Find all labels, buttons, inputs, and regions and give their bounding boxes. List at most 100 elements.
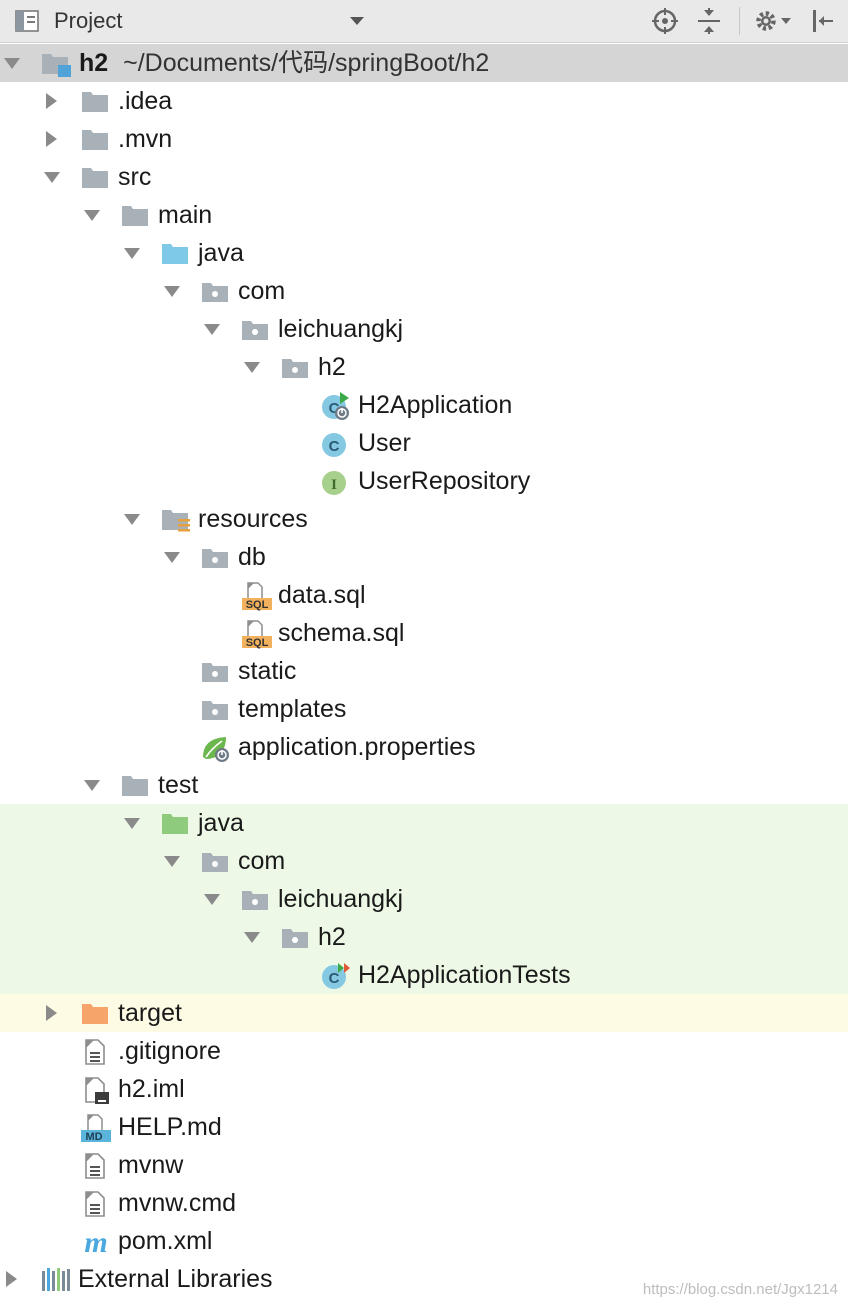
svg-text:m: m bbox=[84, 1227, 107, 1257]
collapse-arrow-icon[interactable] bbox=[123, 245, 141, 261]
expand-arrow-icon[interactable] bbox=[43, 1005, 61, 1021]
tree-item-label: static bbox=[238, 657, 297, 685]
package-icon bbox=[200, 657, 230, 685]
project-pane-icon[interactable] bbox=[14, 9, 42, 38]
tree-item-userrepository[interactable]: I UserRepository bbox=[0, 462, 848, 500]
tree-item-label: java bbox=[198, 239, 244, 267]
tool-window-title[interactable]: Project bbox=[54, 8, 123, 33]
expand-arrow-icon[interactable] bbox=[3, 1271, 21, 1287]
toolbar-separator bbox=[739, 7, 740, 35]
tree-item-db[interactable]: db bbox=[0, 538, 848, 576]
tree-item-h2-iml[interactable]: h2.iml bbox=[0, 1070, 848, 1108]
tree-item-label: templates bbox=[238, 695, 347, 723]
class-icon: C bbox=[320, 429, 350, 457]
tree-item-label: mvnw.cmd bbox=[118, 1189, 237, 1217]
tree-item-main-leichuangkj[interactable]: leichuangkj bbox=[0, 310, 848, 348]
tree-item-idea[interactable]: .idea bbox=[0, 82, 848, 120]
tree-item-label: main bbox=[158, 201, 213, 229]
tree-item-static[interactable]: static bbox=[0, 652, 848, 690]
tree-item-test-h2-package[interactable]: h2 bbox=[0, 918, 848, 956]
collapse-arrow-icon[interactable] bbox=[163, 283, 181, 299]
folder-icon bbox=[120, 201, 150, 229]
tree-item-external-libraries[interactable]: External Libraries bbox=[0, 1260, 848, 1298]
tree-item-label: H2Application bbox=[358, 391, 513, 419]
collapse-all-icon[interactable] bbox=[694, 6, 724, 36]
tree-item-mvnw[interactable]: mvnw bbox=[0, 1146, 848, 1184]
tree-item-user[interactable]: C User bbox=[0, 424, 848, 462]
interface-icon: I bbox=[320, 467, 350, 495]
tree-item-label: .gitignore bbox=[118, 1037, 221, 1065]
expand-arrow-icon[interactable] bbox=[43, 131, 61, 147]
tree-item-data-sql[interactable]: SQL data.sql bbox=[0, 576, 848, 614]
folder-icon bbox=[80, 125, 110, 153]
text-file-icon bbox=[80, 1189, 110, 1217]
collapse-arrow-icon[interactable] bbox=[163, 853, 181, 869]
sql-file-icon: SQL bbox=[240, 581, 272, 611]
tree-item-label: com bbox=[238, 277, 286, 305]
tree-item-label: User bbox=[358, 429, 411, 457]
tree-item-main-com[interactable]: com bbox=[0, 272, 848, 310]
tree-item-schema-sql[interactable]: SQL schema.sql bbox=[0, 614, 848, 652]
dropdown-icon[interactable] bbox=[349, 14, 365, 32]
collapse-arrow-icon[interactable] bbox=[123, 511, 141, 527]
module-file-icon bbox=[80, 1075, 110, 1104]
expand-arrow-icon[interactable] bbox=[3, 55, 21, 71]
tree-item-mvn[interactable]: .mvn bbox=[0, 120, 848, 158]
svg-text:MD: MD bbox=[85, 1131, 102, 1143]
tree-item-main-h2-package[interactable]: h2 bbox=[0, 348, 848, 386]
collapse-arrow-icon[interactable] bbox=[203, 321, 221, 337]
tree-item-main[interactable]: main bbox=[0, 196, 848, 234]
resources-folder-icon bbox=[160, 505, 190, 533]
tree-item-templates[interactable]: templates bbox=[0, 690, 848, 728]
tree-item-pom-xml[interactable]: m pom.xml bbox=[0, 1222, 848, 1260]
tree-item-label: schema.sql bbox=[278, 619, 405, 647]
package-icon bbox=[200, 695, 230, 723]
tree-item-help-md[interactable]: MD HELP.md bbox=[0, 1108, 848, 1146]
package-icon bbox=[240, 885, 270, 913]
tree-item-h2application[interactable]: C H2Application bbox=[0, 386, 848, 424]
expand-arrow-icon[interactable] bbox=[43, 93, 61, 109]
module-folder-icon bbox=[40, 49, 71, 77]
package-icon bbox=[200, 277, 230, 305]
collapse-arrow-icon[interactable] bbox=[83, 207, 101, 223]
tree-item-h2applicationtests[interactable]: C H2ApplicationTests bbox=[0, 956, 848, 994]
svg-text:C: C bbox=[329, 400, 340, 417]
collapse-arrow-icon[interactable] bbox=[123, 815, 141, 831]
tree-item-label: java bbox=[198, 809, 244, 837]
tree-item-test-leichuangkj[interactable]: leichuangkj bbox=[0, 880, 848, 918]
collapse-arrow-icon[interactable] bbox=[243, 359, 261, 375]
collapse-arrow-icon[interactable] bbox=[163, 549, 181, 565]
tree-item-label: src bbox=[118, 163, 152, 191]
tree-item-main-java[interactable]: java bbox=[0, 234, 848, 272]
tree-item-mvnw-cmd[interactable]: mvnw.cmd bbox=[0, 1184, 848, 1222]
tree-item-label: leichuangkj bbox=[278, 315, 404, 343]
tree-root[interactable]: h2 ~/Documents/代码/springBoot/h2 bbox=[0, 44, 848, 82]
tree-item-label: mvnw bbox=[118, 1151, 184, 1179]
tree-item-label: com bbox=[238, 847, 286, 875]
tree-item-src[interactable]: src bbox=[0, 158, 848, 196]
hide-icon[interactable] bbox=[808, 6, 838, 36]
tree-item-application-properties[interactable]: application.properties bbox=[0, 728, 848, 766]
tree-item-test[interactable]: test bbox=[0, 766, 848, 804]
locate-icon[interactable] bbox=[650, 6, 680, 36]
tree-item-label: H2ApplicationTests bbox=[358, 961, 571, 989]
tree-item-label: db bbox=[238, 543, 266, 571]
collapse-arrow-icon[interactable] bbox=[243, 929, 261, 945]
package-icon bbox=[280, 353, 310, 381]
tree-item-target[interactable]: target bbox=[0, 994, 848, 1032]
collapse-arrow-icon[interactable] bbox=[83, 777, 101, 793]
folder-icon bbox=[80, 87, 110, 115]
collapse-arrow-icon[interactable] bbox=[203, 891, 221, 907]
folder-icon bbox=[80, 163, 110, 191]
folder-icon bbox=[120, 771, 150, 799]
excluded-folder-icon bbox=[80, 999, 110, 1027]
tree-item-label: application.properties bbox=[238, 733, 476, 761]
svg-text:C: C bbox=[329, 970, 340, 987]
tree-item-gitignore[interactable]: .gitignore bbox=[0, 1032, 848, 1070]
tree-item-test-com[interactable]: com bbox=[0, 842, 848, 880]
gear-icon[interactable] bbox=[752, 6, 796, 36]
tree-item-test-java[interactable]: java bbox=[0, 804, 848, 842]
tree-item-resources[interactable]: resources bbox=[0, 500, 848, 538]
tree-item-label: pom.xml bbox=[118, 1227, 213, 1255]
collapse-arrow-icon[interactable] bbox=[43, 169, 61, 185]
